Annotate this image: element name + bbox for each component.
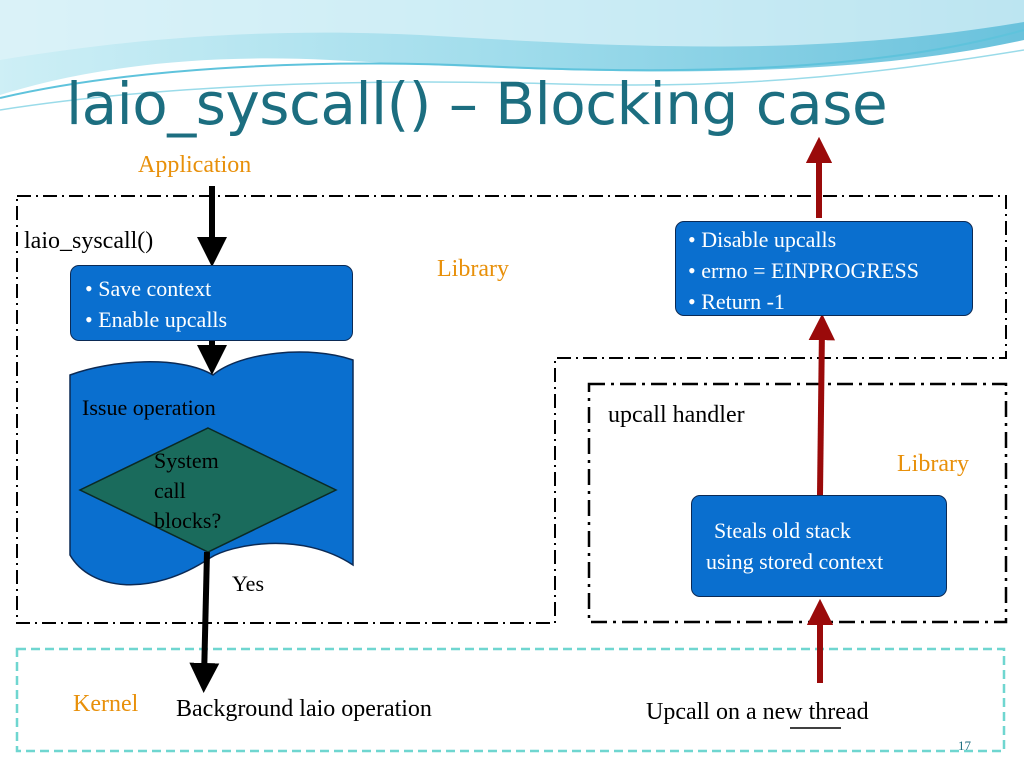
arrow-steals-to-disable: [808, 313, 836, 496]
save-context-item: Save context: [85, 273, 352, 304]
upcall-new-thread-label: Upcall on a new thread: [646, 699, 869, 726]
page-title: laio_syscall() – Blocking case: [66, 70, 888, 138]
decision-line-3: blocks?: [154, 508, 222, 533]
arrow-yes-to-kernel: [189, 551, 220, 693]
laio-syscall-label: laio_syscall(): [24, 228, 154, 254]
library-label-left: Library: [437, 256, 509, 282]
save-context-box: Save context Enable upcalls: [70, 265, 353, 341]
upcall-new-word: new: [762, 699, 803, 725]
upcall-suffix: thread: [802, 699, 869, 725]
application-label: Application: [138, 152, 252, 178]
library-region-border: [16, 195, 1007, 624]
kernel-region-border: [15, 647, 1006, 753]
decision-line-2: call: [154, 478, 186, 503]
decision-diamond: [78, 427, 338, 553]
upcall-handler-region-border: [587, 382, 1008, 624]
steals-stack-box: Steals old stack using stored context: [691, 495, 947, 597]
kernel-label: Kernel: [73, 691, 139, 717]
return-item: Return -1: [688, 286, 972, 317]
disable-upcalls-item: Disable upcalls: [688, 224, 972, 255]
errno-item: errno = EINPROGRESS: [688, 255, 972, 286]
background-operation-label: Background laio operation: [176, 696, 432, 722]
yes-label: Yes: [232, 571, 265, 596]
background-wave-decoration: [0, 0, 1024, 111]
upcall-handler-label: upcall handler: [608, 402, 745, 428]
enable-upcalls-item: Enable upcalls: [85, 304, 352, 335]
upcall-prefix: Upcall on a: [646, 699, 763, 725]
page-number: 17: [958, 738, 971, 753]
decision-line-1: System: [154, 448, 219, 473]
steals-line-2: using stored context: [706, 549, 884, 574]
steals-line-1: Steals old stack: [714, 518, 851, 543]
disable-upcalls-box: Disable upcalls errno = EINPROGRESS Retu…: [675, 221, 973, 316]
decision-text: System call blocks?: [154, 446, 221, 536]
library-label-right: Library: [897, 451, 969, 477]
issue-operation-label: Issue operation: [82, 395, 216, 420]
